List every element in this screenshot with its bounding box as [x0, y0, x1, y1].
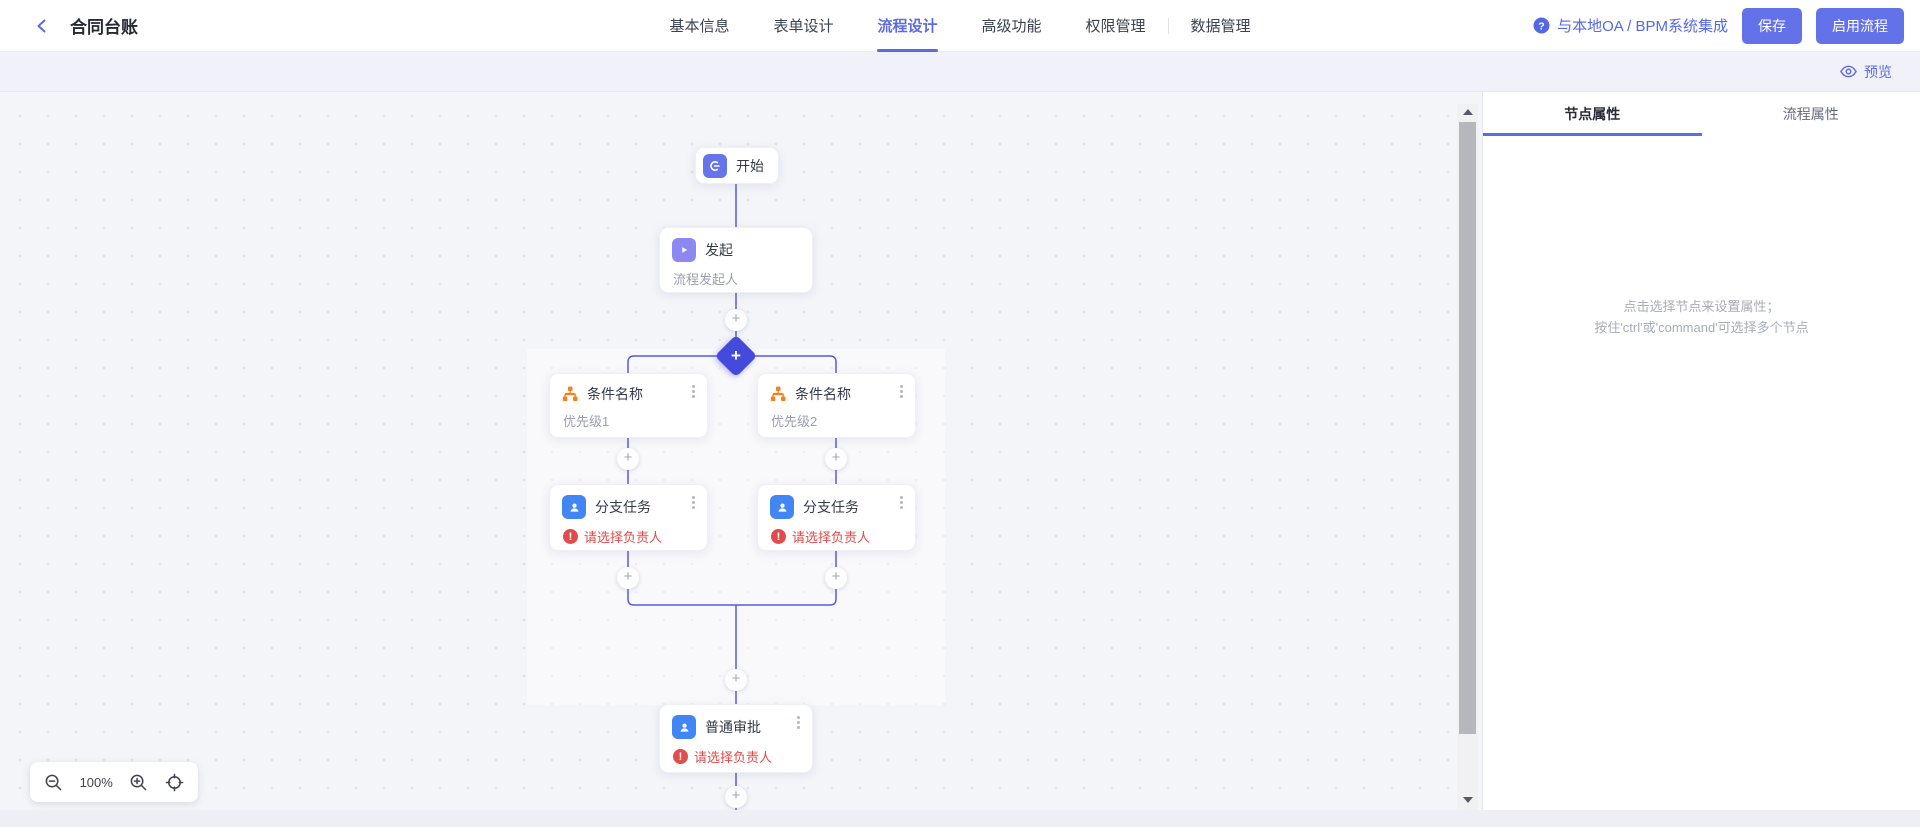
scroll-up-button[interactable]	[1457, 104, 1478, 120]
person-icon	[672, 715, 696, 739]
scroll-down-button[interactable]	[1457, 792, 1478, 808]
zoom-level: 100%	[79, 774, 113, 790]
node-initiate-subtitle: 流程发起人	[673, 272, 739, 287]
scrollbar-thumb[interactable]	[1459, 122, 1476, 734]
node-branch-task-2-error: 请选择负责人	[792, 530, 871, 545]
tab-node-properties[interactable]: 节点属性	[1483, 92, 1702, 136]
condition-branch-icon	[562, 386, 578, 401]
add-node-button[interactable]: +	[617, 448, 639, 470]
node-menu-button[interactable]	[791, 713, 805, 731]
enable-process-button[interactable]: 启用流程	[1816, 7, 1904, 44]
tab-divider	[1167, 17, 1169, 34]
triangle-down-icon	[1462, 797, 1473, 803]
triangle-up-icon	[1462, 109, 1473, 115]
person-icon	[770, 495, 794, 519]
condition-branch-icon	[770, 386, 786, 401]
add-node-button[interactable]: +	[825, 567, 847, 589]
node-branch-task-1-error: 请选择负责人	[584, 530, 663, 545]
header-tabs: 基本信息 表单设计 流程设计 高级功能 权限管理 数据管理	[0, 0, 1920, 52]
node-branch-task-1[interactable]: 分支任务 ! 请选择负责人	[549, 484, 708, 551]
canvas-toolbar: 预览	[0, 52, 1920, 92]
flow-canvas[interactable]: 开始 发起 流程发起人 + + + + + + + +	[0, 92, 1482, 810]
error-icon: !	[563, 529, 578, 544]
zoom-out-button[interactable]	[44, 773, 63, 792]
add-node-button[interactable]: +	[725, 669, 747, 691]
canvas-scrollbar[interactable]	[1457, 104, 1478, 810]
node-initiate[interactable]: 发起 流程发起人	[659, 227, 813, 293]
node-initiate-label: 发起	[705, 242, 733, 258]
question-circle-icon: ?	[1533, 17, 1550, 34]
preview-label: 预览	[1864, 63, 1892, 80]
error-icon: !	[673, 749, 688, 764]
preview-button[interactable]: 预览	[1840, 62, 1892, 82]
node-branch-task-1-label: 分支任务	[595, 499, 651, 515]
integration-link[interactable]: ? 与本地OA / BPM系统集成	[1533, 15, 1728, 36]
node-start[interactable]: 开始	[695, 147, 779, 184]
node-approval[interactable]: 普通审批 ! 请选择负责人	[659, 704, 813, 773]
node-menu-button[interactable]	[686, 382, 700, 400]
eye-icon	[1840, 65, 1857, 78]
svg-text:?: ?	[1538, 20, 1544, 32]
node-branch-task-2[interactable]: 分支任务 ! 请选择负责人	[757, 484, 916, 551]
node-condition-2-subtitle: 优先级2	[771, 414, 818, 429]
add-node-button[interactable]: +	[725, 786, 747, 808]
page-title: 合同台账	[70, 18, 138, 37]
tab-advanced[interactable]: 高级功能	[981, 18, 1042, 35]
zoom-in-button[interactable]	[129, 773, 148, 792]
error-icon: !	[771, 529, 786, 544]
node-condition-2-label: 条件名称	[795, 386, 851, 402]
node-start-label: 开始	[736, 157, 764, 174]
node-menu-button[interactable]	[686, 493, 700, 511]
app-header: 合同台账 基本信息 表单设计 流程设计 高级功能 权限管理 数据管理 ? 与本地…	[0, 0, 1920, 52]
node-condition-1-subtitle: 优先级1	[563, 414, 610, 429]
add-node-button[interactable]: +	[825, 448, 847, 470]
properties-panel: 节点属性 流程属性 点击选择节点来设置属性； 按住'ctrl'或'command…	[1482, 92, 1920, 810]
placeholder-line-2: 按住'ctrl'或'command'可选择多个节点	[1594, 320, 1809, 335]
integration-link-label: 与本地OA / BPM系统集成	[1557, 18, 1728, 35]
add-node-button[interactable]: +	[617, 567, 639, 589]
play-icon	[672, 238, 696, 262]
node-branch-task-2-label: 分支任务	[803, 499, 859, 515]
add-branch-button[interactable]: +	[714, 334, 758, 378]
save-button[interactable]: 保存	[1742, 7, 1802, 44]
tab-form-design[interactable]: 表单设计	[773, 18, 834, 35]
chevron-left-icon	[37, 19, 46, 32]
footer-strip	[0, 810, 1920, 827]
node-approval-label: 普通审批	[705, 719, 761, 735]
node-condition-2[interactable]: 条件名称 优先级2	[757, 373, 916, 438]
tab-permissions[interactable]: 权限管理	[1085, 18, 1146, 35]
panel-placeholder: 点击选择节点来设置属性； 按住'ctrl'或'command'可选择多个节点	[1483, 296, 1920, 338]
add-node-button[interactable]: +	[725, 309, 747, 331]
tab-basic-info[interactable]: 基本信息	[669, 18, 730, 35]
back-button[interactable]	[28, 12, 56, 40]
fit-view-button[interactable]	[165, 773, 184, 792]
node-approval-error: 请选择负责人	[694, 750, 773, 765]
tab-process-design[interactable]: 流程设计	[877, 0, 938, 52]
start-power-icon	[703, 153, 727, 178]
placeholder-line-1: 点击选择节点来设置属性；	[1623, 299, 1780, 314]
node-condition-1-label: 条件名称	[587, 386, 643, 402]
tab-process-properties[interactable]: 流程属性	[1782, 106, 1839, 122]
tab-data-management[interactable]: 数据管理	[1190, 18, 1251, 35]
node-condition-1[interactable]: 条件名称 优先级1	[549, 373, 708, 438]
node-menu-button[interactable]	[894, 493, 908, 511]
zoom-controls: 100%	[30, 762, 198, 802]
node-menu-button[interactable]	[894, 382, 908, 400]
person-icon	[562, 495, 586, 519]
